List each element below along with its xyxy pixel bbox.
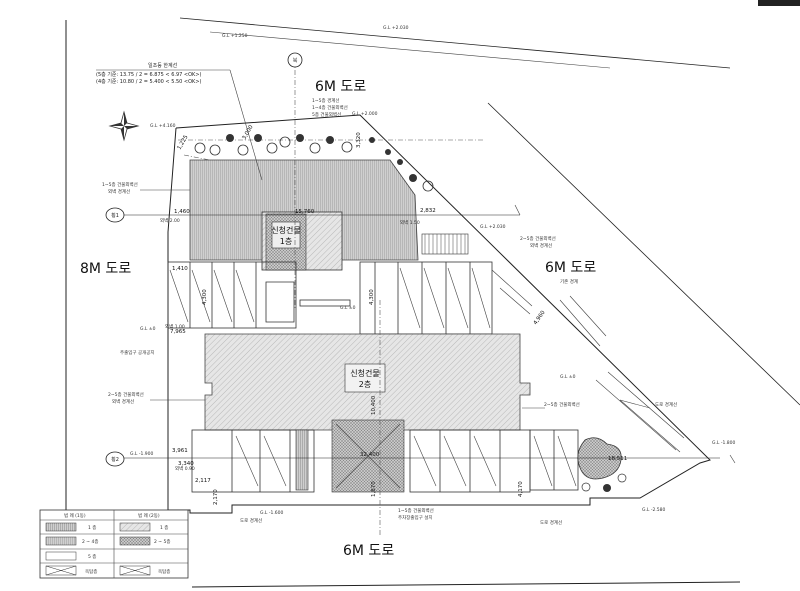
south-building-name: 신청건물 — [350, 368, 379, 378]
note-13: 2~5층 건물외벽선 — [544, 401, 580, 408]
setback-note-line1: (5층 기준: 13.75 / 2 = 6.875 < 6.97 <OK>) — [96, 71, 202, 78]
legend-row-1-right: 1 층 — [160, 524, 168, 531]
dim-14: 10,400 — [371, 395, 377, 415]
legend-row-2-left: 2 ~ 4층 — [82, 538, 99, 545]
section-marker-2: 횡2 — [105, 451, 125, 467]
lower-parking — [191, 295, 685, 493]
dim-3: 15,760 — [295, 209, 315, 215]
note-12: 도로 경계선 — [655, 401, 677, 408]
elevation-8: G.L -1.900 — [130, 451, 153, 457]
note-8: 2~5층 건물외벽선 — [108, 391, 144, 398]
road-label-left: 8M 도로 — [80, 261, 131, 277]
setback-note-line2: (4층 기준: 10.80 / 2 = 5.400 < 5.50 <OK>) — [96, 78, 202, 85]
dim-12: 4,170 — [518, 481, 524, 497]
note-18: 외벽 2.00 — [160, 217, 180, 224]
notes: 1~5층 경계선 1~4층 건물외벽선 5층 건물외벽선 1~5층 건물외벽선 … — [102, 97, 677, 526]
dim-16: 3,340 — [178, 461, 194, 467]
legend: 범 례 (1동) 범 례 (2동) 1 층 1 층 2 ~ 4층 2 ~ 5층 … — [39, 509, 189, 579]
dim-5: 3,961 — [172, 448, 188, 454]
title-bar — [758, 0, 800, 6]
note-20: 외벽 0.90 — [175, 465, 195, 472]
garden — [577, 437, 627, 492]
note-1: 1~5층 경계선 — [312, 97, 340, 104]
elevation-2: G.L +2.030 — [383, 25, 409, 31]
dim-9: 4,300 — [202, 289, 208, 305]
elevation-12: G.L ±0 — [560, 374, 576, 380]
dim-6: 32,400 — [360, 452, 380, 458]
note-16: 주차장출입구 설치 — [398, 514, 433, 521]
note-10: 기존 경계 — [560, 278, 578, 285]
dim-20: 3,000 — [242, 124, 255, 141]
section-marker-1-label: 횡1 — [111, 212, 119, 219]
setback-note: 일조등 한계선 (5층 기준: 13.75 / 2 = 6.875 < 6.97… — [96, 62, 263, 181]
road-edges — [65, 17, 800, 588]
north-marker-label: 북 — [293, 58, 298, 64]
elevation-1: G.L +1.250 — [222, 33, 248, 39]
dim-4: 2,832 — [420, 208, 436, 214]
dim-7: 18,511 — [608, 456, 627, 462]
legend-row-2-right: 2 ~ 5층 — [154, 538, 171, 545]
dim-18: 4,960 — [533, 309, 547, 326]
elevation-7: G.L ±0 — [140, 326, 156, 332]
legend-row-4-right: 옥탑층 — [158, 568, 170, 575]
south-building: 신청건물 2층 — [204, 333, 531, 431]
note-2: 1~4층 건물외벽선 — [312, 104, 348, 111]
dim-15: 2,117 — [195, 478, 211, 484]
elevation-9: G.L -1.600 — [260, 510, 283, 516]
note-11: 주출입구 공개공지 — [120, 349, 155, 356]
elevation-11: G.L -1.800 — [712, 440, 735, 446]
elevation-6: G.L ±0 — [340, 305, 356, 311]
dim-17: 1,225 — [177, 134, 190, 151]
north-building-floors: 1층 — [280, 237, 292, 246]
road-label-right: 6M 도로 — [545, 260, 596, 276]
elevation-10: G.L -2.580 — [642, 507, 665, 513]
note-7: 외벽 경계선 — [530, 242, 552, 249]
note-17: 도로 경계선 — [540, 519, 562, 526]
elevation-3: G.L +4.160 — [150, 123, 176, 129]
legend-row-1-left: 1 층 — [88, 524, 96, 531]
legend-row-3-left: 5 층 — [88, 553, 96, 560]
legend-header-right: 범 례 (2동) — [138, 512, 160, 519]
south-building-floors: 2층 — [359, 380, 371, 389]
elevation-labels: G.L +1.250 G.L +2.030 G.L +4.160 G.L +2.… — [130, 25, 735, 516]
compass-icon — [108, 110, 140, 142]
dim-8: 7,965 — [170, 329, 186, 335]
stair — [421, 233, 469, 255]
dim-19: 2,170 — [213, 489, 219, 505]
note-9: 외벽 경계선 — [112, 398, 134, 405]
note-3: 5층 건물외벽선 — [312, 111, 341, 118]
note-15: 1~5층 건물외벽선 — [398, 507, 434, 514]
note-21: 외벽 1.50 — [400, 219, 420, 226]
section-marker-1: 횡1 — [105, 207, 125, 223]
upper-parking — [167, 261, 533, 335]
elevation-5: G.L +2.030 — [480, 224, 506, 230]
section-marker-2-label: 횡2 — [111, 456, 119, 463]
dim-2: 1,410 — [172, 266, 188, 272]
tree-row — [194, 134, 434, 192]
north-marker: 북 — [287, 52, 303, 68]
note-19: 외벽 1.00 — [165, 323, 185, 330]
note-6: 2~5층 건물외벽선 — [520, 235, 556, 242]
dim-13: 1,870 — [371, 481, 377, 497]
dim-11: 3,320 — [356, 132, 362, 148]
road-label-top: 6M 도로 — [315, 79, 366, 95]
legend-row-4-left: 옥탑층 — [85, 568, 97, 575]
setback-note-title: 일조등 한계선 — [148, 62, 178, 69]
axes — [118, 60, 736, 535]
note-4: 1~5층 건물외벽선 — [102, 181, 138, 188]
road-label-bottom: 6M 도로 — [343, 543, 394, 559]
dim-10: 4,300 — [369, 289, 375, 305]
legend-header-left: 범 례 (1동) — [64, 512, 86, 519]
north-building: 신청건물 1층 — [189, 159, 419, 271]
note-14: 도로 경계선 — [240, 517, 262, 524]
note-5: 외벽 경계선 — [108, 188, 130, 195]
north-building-name: 신청건물 — [271, 225, 300, 235]
elevation-4: G.L +2.000 — [352, 111, 378, 117]
dim-1: 1,460 — [174, 209, 190, 215]
